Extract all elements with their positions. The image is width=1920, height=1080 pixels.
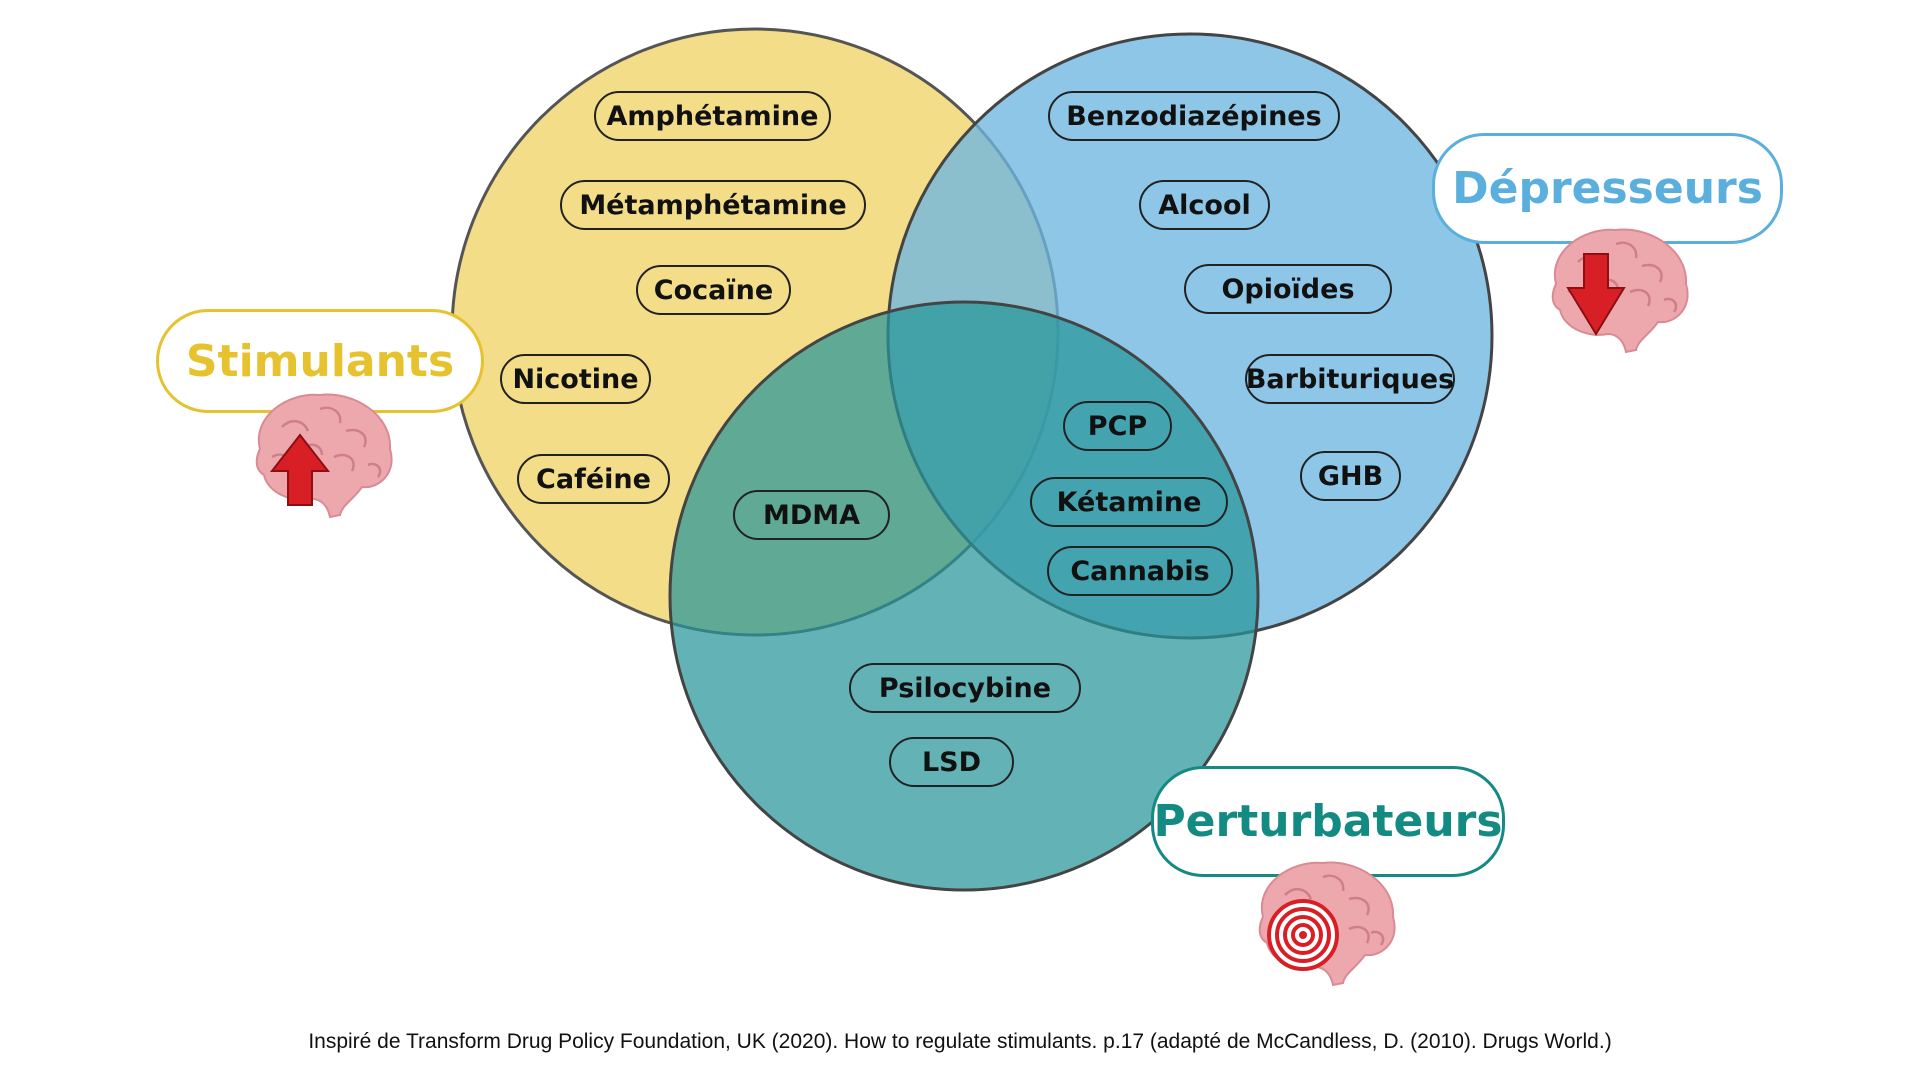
substance-pill-cocaine: Cocaïne <box>636 265 791 315</box>
substance-pill-benzodiazepines: Benzodiazépines <box>1048 91 1340 141</box>
citation-text: Inspiré de Transform Drug Policy Foundat… <box>308 1030 1612 1053</box>
substance-pill-barbiturates: Barbituriques <box>1245 354 1455 404</box>
brain-arrow-down-icon <box>1551 228 1689 354</box>
substance-pill-ketamine: Kétamine <box>1030 477 1228 527</box>
substance-pill-cannabis: Cannabis <box>1047 546 1233 596</box>
substance-pill-mdma: MDMA <box>733 490 890 540</box>
substance-pill-alcohol: Alcool <box>1139 180 1270 230</box>
brain-spiral-icon <box>1258 861 1396 987</box>
substance-pill-caffeine: Caféine <box>517 454 670 504</box>
substance-pill-nicotine: Nicotine <box>500 354 651 404</box>
brain-arrow-up-icon <box>255 393 393 519</box>
substance-pill-amphetamine: Amphétamine <box>594 91 831 141</box>
substance-pill-methamphetamine: Métamphétamine <box>560 180 866 230</box>
substance-pill-ghb: GHB <box>1300 451 1401 501</box>
substance-pill-lsd: LSD <box>889 737 1014 787</box>
substance-pill-opioids: Opioïdes <box>1184 264 1392 314</box>
category-label-disruptors: Perturbateurs <box>1151 766 1505 877</box>
substance-pill-psilocybin: Psilocybine <box>849 663 1081 713</box>
substance-pill-pcp: PCP <box>1063 401 1172 451</box>
